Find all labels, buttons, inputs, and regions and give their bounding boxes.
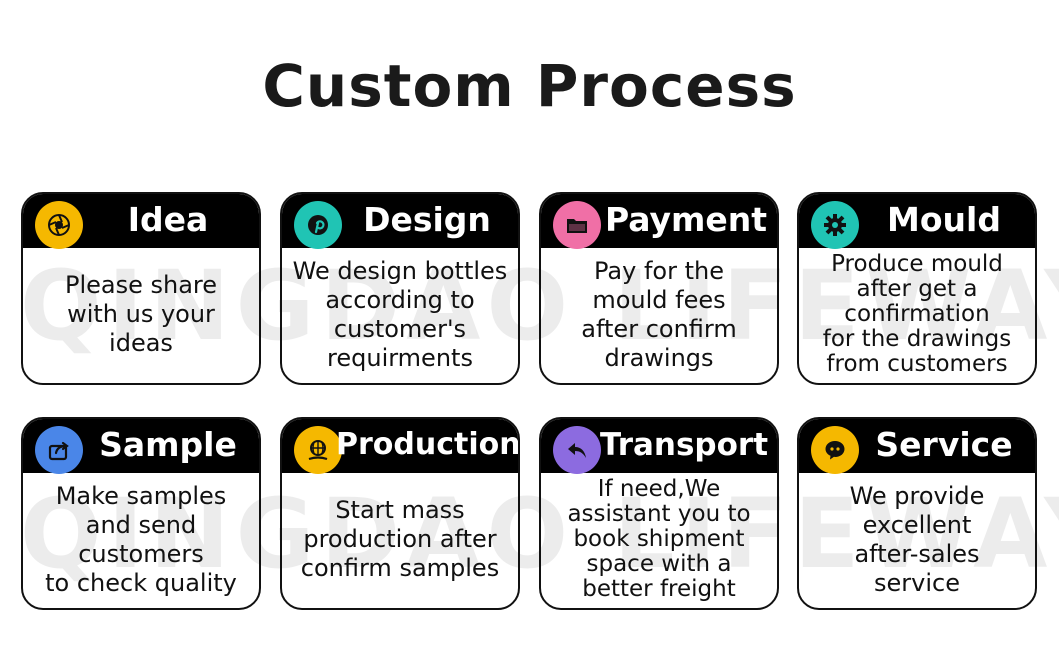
step-title: Service [875, 425, 1013, 464]
aperture-icon [35, 201, 83, 249]
globe-hand-icon [294, 426, 342, 474]
step-title: Payment [604, 200, 768, 239]
step-title: Mould [887, 200, 1001, 239]
share-icon [35, 426, 83, 474]
reply-arrow-icon [553, 426, 601, 474]
step-title: Production [336, 427, 520, 462]
step-title: Idea [127, 200, 209, 239]
pinterest-icon [294, 201, 342, 249]
chat-bubble-icon [811, 426, 859, 474]
folder-icon [553, 201, 601, 249]
gear-icon [811, 201, 859, 249]
page-title: Custom Process [262, 52, 797, 120]
step-title: Sample [99, 425, 237, 464]
step-title: Transport [599, 427, 769, 463]
step-title: Design [363, 200, 491, 239]
